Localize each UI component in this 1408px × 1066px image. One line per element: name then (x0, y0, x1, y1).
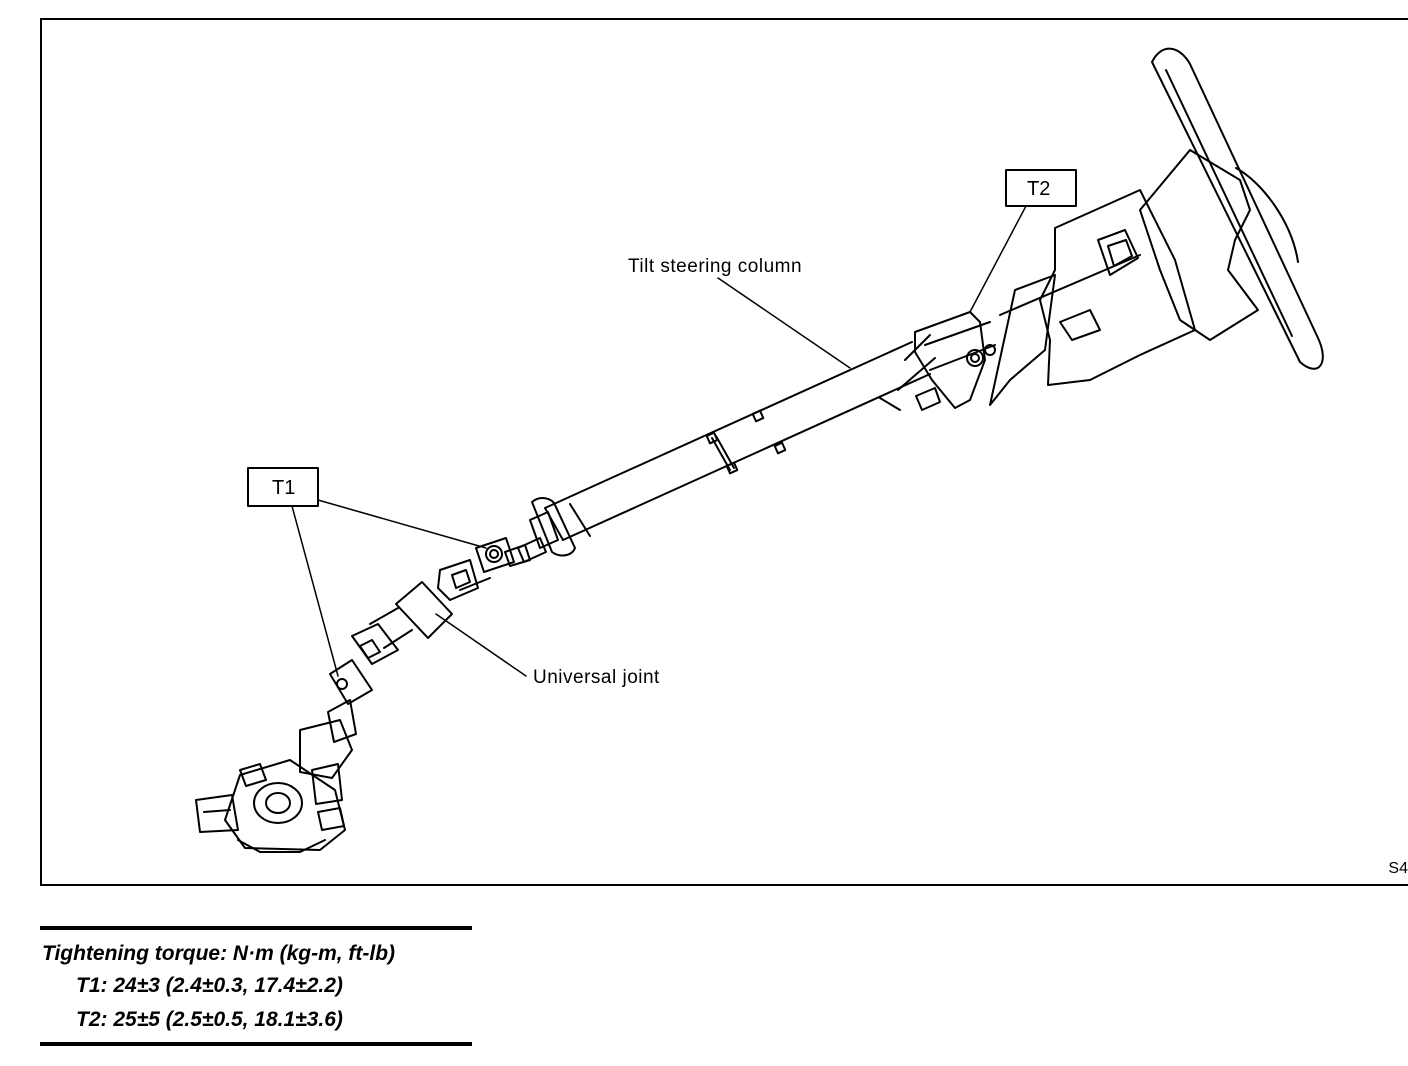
steering-wheel (1151, 47, 1324, 370)
figure-code: S4 (1388, 860, 1408, 877)
lower-universal-joint (327, 623, 399, 743)
bottom-rule (40, 1042, 472, 1046)
t2-tag-label: T2 (1027, 178, 1050, 200)
steering-gear-box (195, 719, 353, 853)
t2-tag-box (1005, 169, 1077, 207)
torque-t1: T1: 24±3 (2.4±0.3, 17.4±2.2) (76, 974, 343, 997)
steering-column-diagram: T1 T2 Tilt steering column Universal joi… (195, 47, 1324, 853)
tilt-steering-column-label: Tilt steering column (628, 256, 802, 277)
t1-tag-label: T1 (272, 477, 295, 499)
torque-specification: Tightening torque: N·m (kg-m, ft-lb) T1:… (40, 926, 472, 1046)
upper-universal-joint (437, 537, 515, 601)
leader-lines (291, 205, 1027, 677)
column-bracket (897, 311, 996, 411)
torque-t2: T2: 25±5 (2.5±0.5, 18.1±3.6) (76, 1008, 343, 1031)
torque-title: Tightening torque: N·m (kg-m, ft-lb) (42, 942, 396, 965)
top-rule (40, 926, 472, 930)
t1-tag-box (247, 467, 319, 507)
column-tube (544, 254, 1141, 541)
universal-joint-label: Universal joint (533, 667, 660, 688)
intermediate-shaft (369, 581, 453, 649)
diagram-frame (40, 18, 1408, 886)
column-lower-end (504, 497, 576, 567)
column-housing (989, 149, 1259, 406)
